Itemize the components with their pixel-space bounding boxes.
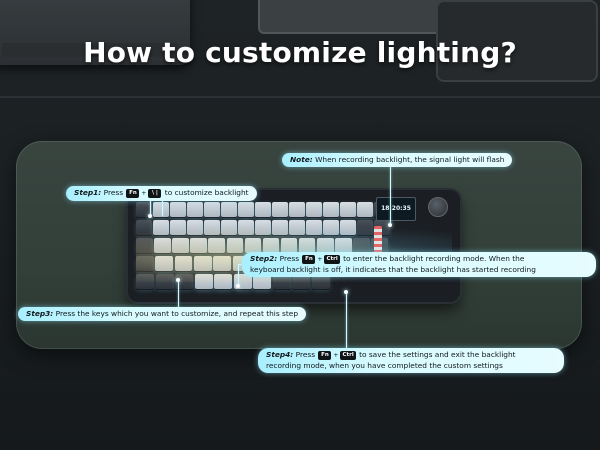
keycap — [153, 202, 169, 217]
keycap — [289, 202, 305, 217]
signal-light — [374, 226, 382, 256]
keycap — [136, 256, 154, 271]
keycap — [190, 238, 207, 253]
keycap — [255, 220, 271, 235]
keycap — [187, 220, 203, 235]
keycap — [154, 238, 171, 253]
keycap — [136, 274, 154, 289]
keycap — [298, 238, 316, 253]
keycap — [292, 274, 310, 289]
keycap — [280, 238, 298, 253]
keycap — [353, 238, 370, 253]
fn-key-icon: Fn — [126, 188, 140, 198]
keycap — [238, 202, 254, 217]
keycap — [136, 220, 152, 235]
keycap — [226, 238, 244, 253]
keycap — [340, 202, 356, 217]
ctrl-key-icon: Ctrl — [340, 350, 356, 360]
step4-callout: Step4: Press Fn+Ctrl to save the setting… — [258, 348, 564, 373]
step1-callout: Step1: Press Fn+\ | to customize backlig… — [66, 186, 257, 201]
keycap — [170, 202, 186, 217]
keycap — [323, 202, 339, 217]
note-callout: Note: When recording backlight, the sign… — [282, 153, 513, 167]
keycap — [357, 202, 373, 217]
keycap — [323, 220, 339, 235]
keycap — [214, 274, 232, 289]
keycap — [289, 220, 305, 235]
keycap — [357, 220, 373, 235]
keycap — [204, 202, 220, 217]
keycap — [208, 238, 225, 253]
keycap — [174, 256, 193, 271]
keycap — [153, 220, 169, 235]
keycap — [272, 274, 291, 289]
keycap — [272, 202, 288, 217]
keycap — [317, 238, 334, 253]
keycap — [187, 202, 203, 217]
keycap — [262, 238, 280, 253]
keyboard-screen: 18:20:35 — [376, 197, 416, 221]
laptop — [0, 0, 190, 65]
page-title: How to customize lighting? — [83, 36, 517, 69]
keycap — [306, 202, 322, 217]
keycap — [311, 274, 330, 289]
keycap — [155, 274, 174, 289]
keycap — [255, 202, 271, 217]
keycap — [175, 274, 193, 289]
backslash-key-icon: \ | — [148, 188, 162, 198]
keycap — [172, 238, 189, 253]
phone — [436, 0, 598, 82]
keycap — [253, 274, 271, 289]
keycap — [136, 202, 152, 217]
keycap — [213, 256, 231, 271]
keycap — [272, 220, 288, 235]
keycap — [244, 238, 262, 253]
keycap — [221, 202, 237, 217]
knob-icon — [428, 197, 448, 217]
keycap — [170, 220, 186, 235]
keycap — [193, 256, 212, 271]
keycap — [204, 220, 220, 235]
step3-callout: Step3: Press the keys which you want to … — [18, 307, 307, 321]
fn-key-icon: Fn — [302, 254, 316, 264]
keycap — [306, 220, 322, 235]
keycap — [155, 256, 174, 271]
keycap — [194, 274, 213, 289]
fn-key-icon: Fn — [318, 350, 332, 360]
step2-callout: Step2: Press Fn+Ctrl to enter the backli… — [242, 252, 596, 277]
keycap — [335, 238, 352, 253]
keycap — [136, 238, 153, 253]
keycap — [340, 220, 356, 235]
ctrl-key-icon: Ctrl — [324, 254, 340, 264]
keycap — [238, 220, 254, 235]
keycap — [221, 220, 237, 235]
